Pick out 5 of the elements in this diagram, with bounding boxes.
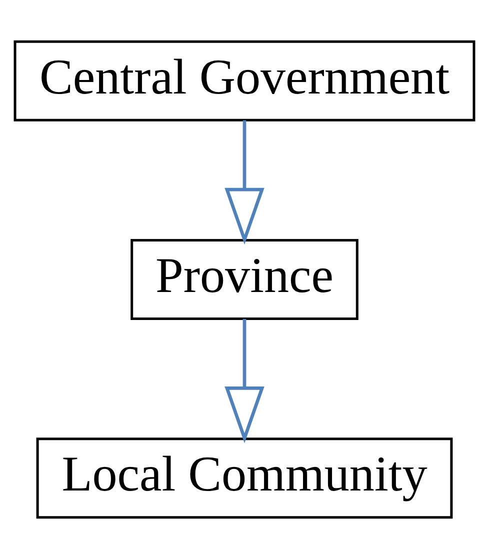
node-box: Province: [130, 238, 358, 320]
node-box: Local Community: [36, 437, 453, 518]
arrow: [224, 318, 264, 443]
node-box: Central Government: [14, 40, 476, 121]
arrow: [224, 120, 264, 244]
